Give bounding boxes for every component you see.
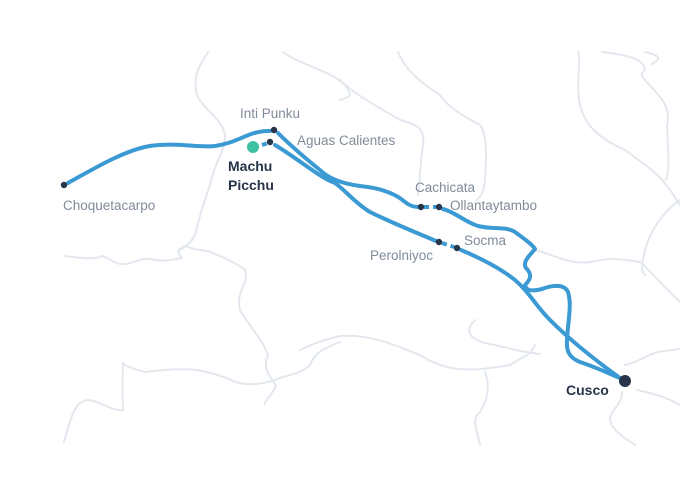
stop-inti-punku[interactable] xyxy=(270,126,278,134)
river-line xyxy=(577,51,680,206)
river-line xyxy=(177,51,227,253)
river-line xyxy=(468,319,541,355)
river-line xyxy=(609,391,636,446)
label-machu-picchu: Machu Picchu xyxy=(228,157,274,195)
route-ollantaytambo-cusco[interactable] xyxy=(441,207,622,380)
label-ollantaytambo: Ollantaytambo xyxy=(450,198,538,213)
river-line xyxy=(601,51,670,181)
label-aguas-calientes: Aguas Calientes xyxy=(297,133,396,148)
stop-choquetacarpo[interactable] xyxy=(60,181,68,189)
route-link-machu-picchu xyxy=(261,141,269,147)
route-socma-cusco[interactable] xyxy=(459,248,622,380)
route-link-perolniyoc-socma xyxy=(441,241,455,249)
label-machu-picchu-line1: Machu xyxy=(228,158,273,174)
river-line xyxy=(644,51,660,65)
label-inti-punku: Inti Punku xyxy=(240,106,301,121)
label-perolniyoc: Perolniyoc xyxy=(370,248,434,263)
river-line xyxy=(636,389,680,406)
river-line xyxy=(641,199,680,276)
cusco-marker[interactable] xyxy=(619,375,631,387)
route-aguas-calientes-perolniyoc[interactable] xyxy=(273,143,438,243)
river-line xyxy=(63,341,341,443)
stop-cachicata[interactable] xyxy=(417,203,425,211)
river-line xyxy=(339,79,425,196)
stop-socma[interactable] xyxy=(453,244,461,252)
river-line xyxy=(534,249,680,303)
river-line xyxy=(624,348,680,366)
stops-layer xyxy=(60,126,631,387)
route-choquetacarpo-inti-punku[interactable] xyxy=(66,128,272,185)
river-line xyxy=(64,245,277,405)
route-inti-punku-ollantaytambo[interactable] xyxy=(276,131,420,209)
river-line xyxy=(339,334,536,371)
routes-layer xyxy=(66,128,622,380)
label-cachicata: Cachicata xyxy=(415,180,476,195)
stop-aguas-calientes[interactable] xyxy=(266,138,274,146)
stop-ollantaytambo[interactable] xyxy=(435,203,443,211)
river-line xyxy=(397,51,487,201)
label-machu-picchu-line2: Picchu xyxy=(228,177,274,193)
rivers-layer xyxy=(63,51,680,446)
river-line xyxy=(474,371,489,446)
label-cusco: Cusco xyxy=(566,382,609,398)
river-line xyxy=(299,335,341,351)
river-line xyxy=(282,51,351,101)
machu-picchu-marker[interactable] xyxy=(247,141,259,153)
label-choquetacarpo: Choquetacarpo xyxy=(63,198,156,213)
label-socma: Socma xyxy=(464,233,507,248)
stop-perolniyoc[interactable] xyxy=(435,238,443,246)
